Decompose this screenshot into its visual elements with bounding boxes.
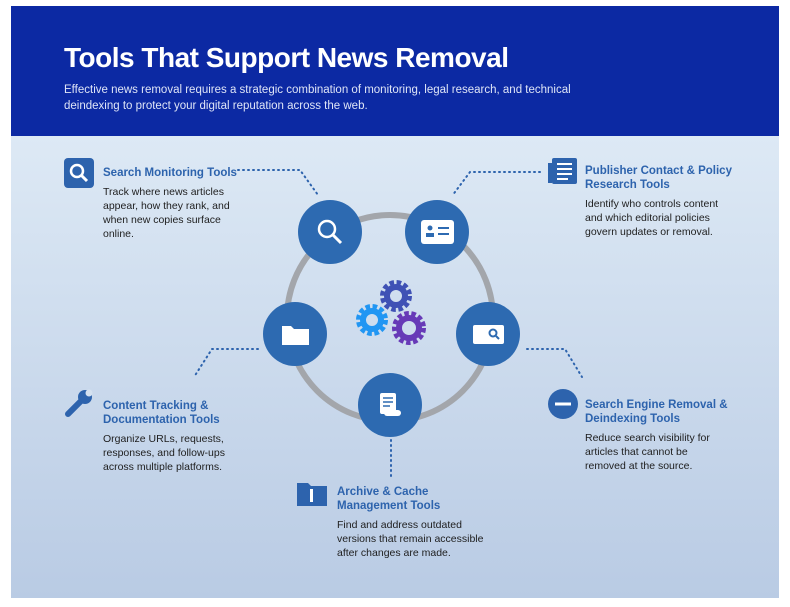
tool-search-engine-removal: Search Engine Removal & Deindexing Tools… — [585, 398, 735, 473]
page-title: Tools That Support News Removal — [64, 42, 509, 73]
tool-description: Find and address outdated versions that … — [337, 519, 484, 559]
node-tracking — [263, 302, 327, 366]
tool-title: Search Engine Removal & Deindexing Tools — [585, 399, 728, 425]
tool-search-monitoring: Search Monitoring Tools Track where news… — [103, 166, 273, 241]
connector-lines — [193, 169, 583, 477]
tool-title: Search Monitoring Tools — [103, 167, 237, 179]
node-deindex — [456, 302, 520, 366]
minus-circle-icon — [548, 389, 578, 419]
tool-description: Identify who controls content and which … — [585, 198, 719, 238]
tool-description: Track where news articles appear, how th… — [103, 186, 230, 240]
tool-title: Publisher Contact & Policy Research Tool… — [585, 165, 732, 191]
tool-description: Organize URLs, requests, responses, and … — [103, 433, 225, 473]
tool-title: Archive & Cache Management Tools — [337, 486, 441, 512]
connector-deindex — [526, 348, 583, 378]
center-gears-icon — [356, 280, 426, 345]
connector-tracking — [193, 348, 259, 378]
connector-publisher — [451, 171, 541, 197]
search-icon — [317, 219, 337, 239]
tool-description: Reduce search visibility for articles th… — [585, 432, 710, 472]
header: Tools That Support News Removal Effectiv… — [11, 6, 779, 136]
wrench-icon — [64, 388, 94, 418]
tool-archive-cache: Archive & Cache Management Tools Find an… — [337, 485, 487, 560]
id-card-icon — [421, 220, 454, 244]
page-subtitle: Effective news removal requires a strate… — [64, 84, 571, 112]
tool-content-tracking: Content Tracking & Documentation Tools O… — [103, 399, 248, 474]
node-publisher — [405, 200, 469, 264]
connector-search — [237, 169, 319, 196]
tool-publisher-contact: Publisher Contact & Policy Research Tool… — [585, 164, 735, 239]
tool-title: Content Tracking & Documentation Tools — [103, 400, 220, 426]
node-search — [298, 200, 362, 264]
archive-file-icon — [297, 480, 327, 510]
search-icon — [64, 158, 94, 188]
node-archive — [358, 373, 422, 437]
folder-icon — [282, 326, 309, 345]
document-list-icon — [548, 157, 578, 187]
search-window-icon — [473, 325, 504, 344]
